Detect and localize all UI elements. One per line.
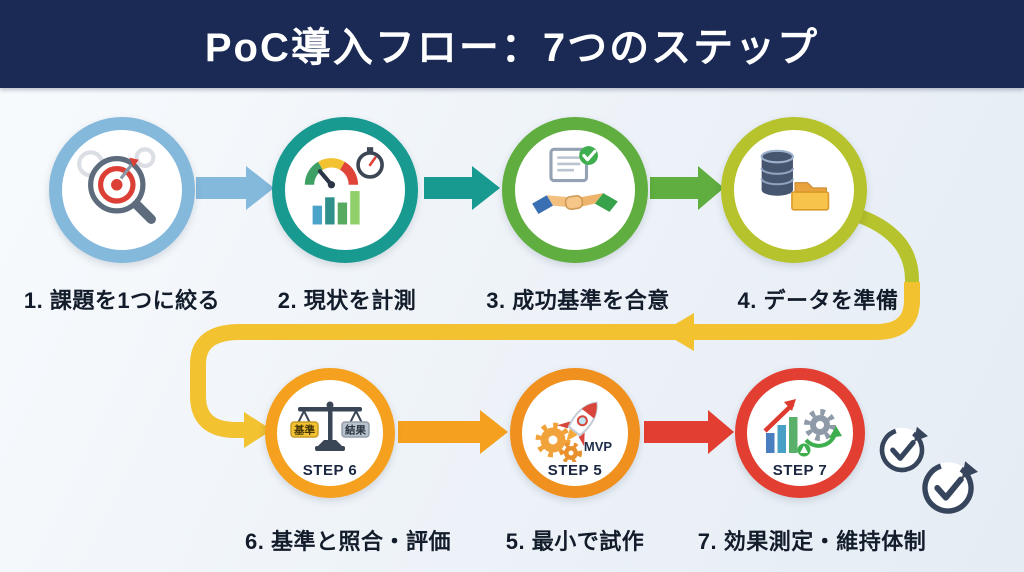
gauge-stopwatch-chart-icon (304, 147, 384, 225)
step-7-label: 7. 効果測定・維持体制 (697, 529, 927, 554)
step-3-node (502, 117, 648, 263)
return-line-left-arrowhead (662, 313, 694, 351)
arrow-step3-to-step4 (650, 166, 724, 210)
step-5-tag: STEP 5 (547, 462, 603, 479)
database-folder-icon (760, 149, 830, 211)
step-2-node (272, 117, 418, 263)
step-4-label: 4. データを準備 (737, 288, 899, 313)
balance-scale-icon: 基準 結果 (290, 401, 370, 451)
arrow-step5-to-step7 (644, 410, 734, 454)
check-cycle-badge-large (922, 461, 978, 514)
target-magnifier-icon (77, 147, 156, 224)
arrow-step1-to-step2 (196, 166, 274, 210)
step-1-node (49, 117, 195, 263)
step-3-label: 3. 成功基準を合意 (486, 288, 670, 313)
header: PoC導入フロー：7つのステップ (0, 0, 1024, 88)
step-7-node: STEP 7 (735, 368, 865, 498)
step-5-label: 5. 最小で試作 (505, 529, 645, 554)
step-5-node: MVP STEP 5 (510, 368, 640, 498)
scale-left-tag-label: 基準 (293, 424, 315, 437)
step-4-node (721, 117, 867, 263)
arrow-into-step6 (244, 412, 272, 448)
connector-step4-down (851, 207, 919, 290)
connector-return-line (190, 282, 920, 438)
arrow-step6-to-step5 (398, 410, 508, 454)
step-2-label: 2. 現状を計測 (277, 288, 417, 313)
step-1-label: 1. 課題を1つに絞る (23, 288, 221, 313)
document-handshake-icon (532, 146, 618, 215)
page-title: PoC導入フロー：7つのステップ (204, 26, 820, 70)
step-6-node: 基準 結果 STEP 6 (265, 368, 395, 498)
arrow-step2-to-step3 (424, 166, 500, 210)
scale-right-tag-label: 結果 (345, 424, 366, 437)
check-cycle-badge-small (879, 426, 928, 473)
chart-gear-icon (763, 399, 842, 457)
step-7-tag: STEP 7 (772, 462, 828, 479)
step-6-tag: STEP 6 (302, 462, 358, 479)
step-6-label: 6. 基準と照合・評価 (245, 529, 451, 554)
rocket-gears-icon: MVP (535, 401, 613, 462)
mvp-label: MVP (584, 439, 613, 454)
